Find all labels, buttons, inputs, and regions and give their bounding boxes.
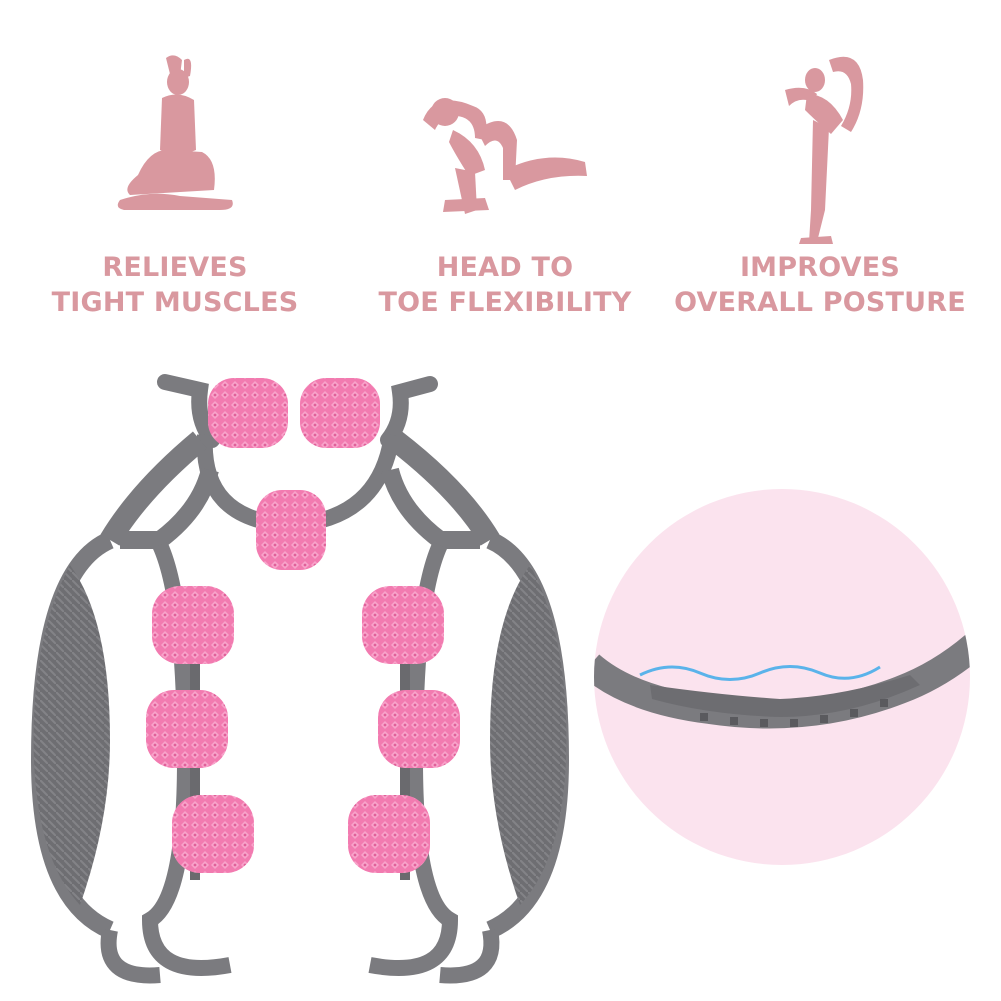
kneeling-yoga-pose-icon (117, 55, 233, 210)
roller (378, 690, 460, 768)
feature-line-2: TOE FLEXIBILITY (378, 287, 632, 318)
feature-line-1: RELIEVES (102, 252, 248, 283)
feature-head-to-toe-flexibility: HEAD TO TOE FLEXIBILITY (355, 50, 655, 318)
roller (256, 490, 326, 570)
feature-line-2: OVERALL POSTURE (674, 287, 966, 318)
roller (152, 586, 234, 664)
roller (300, 378, 380, 448)
massage-rollers (146, 378, 460, 873)
roller (172, 795, 254, 873)
roller (348, 795, 430, 873)
crouching-stretch-pose-icon (423, 98, 587, 214)
massager-frame (30, 374, 570, 984)
roller (362, 586, 444, 664)
feature-label: RELIEVES TIGHT MUSCLES (25, 250, 325, 320)
feature-line-1: IMPROVES (739, 252, 901, 283)
wave-line (639, 665, 881, 681)
feature-improves-overall-posture: IMPROVES OVERALL POSTURE (670, 50, 970, 318)
detail-circle (594, 489, 970, 865)
feature-relieves-tight-muscles: RELIEVES TIGHT MUSCLES (25, 50, 325, 318)
feature-line-1: HEAD TO (436, 252, 574, 283)
feature-label: IMPROVES OVERALL POSTURE (670, 250, 970, 320)
feature-line-2: TIGHT MUSCLES (51, 287, 299, 318)
roller (208, 378, 288, 448)
standing-dancer-pose-icon (785, 56, 864, 244)
roller (146, 690, 228, 768)
grip-detail-closeup (594, 489, 970, 865)
feature-label: HEAD TO TOE FLEXIBILITY (355, 250, 655, 320)
leg-massager-roller-image (30, 374, 570, 984)
